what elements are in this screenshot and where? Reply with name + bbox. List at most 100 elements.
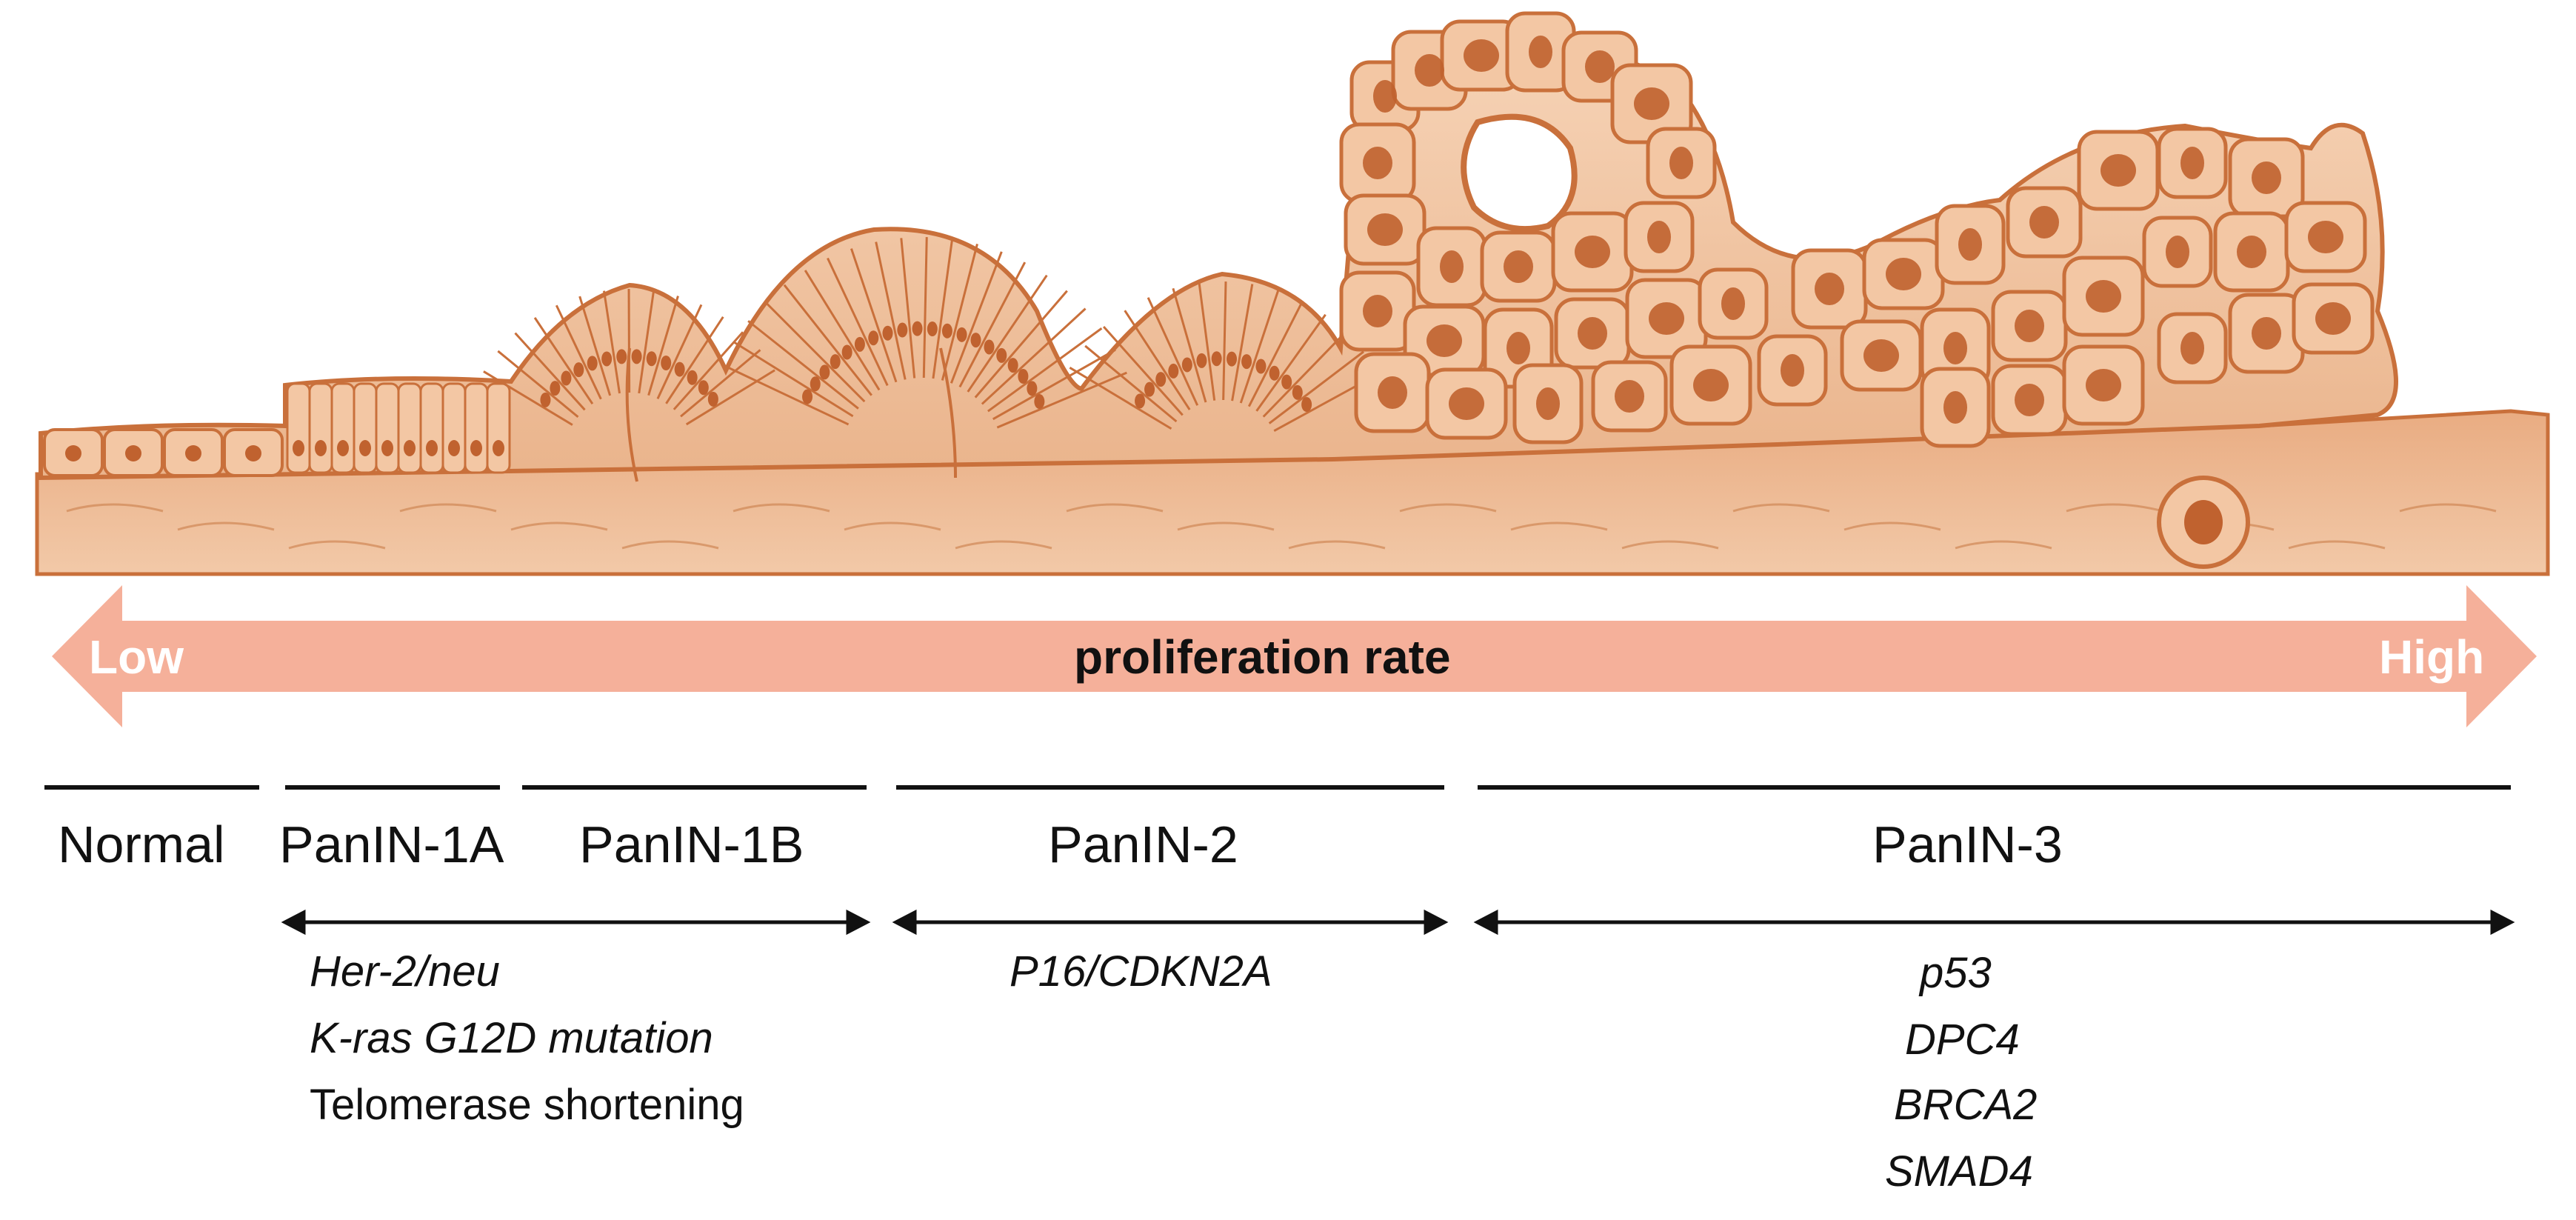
nucleus — [674, 361, 685, 377]
nucleus — [540, 392, 551, 407]
nucleus — [1281, 374, 1292, 390]
atypical-nucleus — [1578, 317, 1607, 350]
stage-label-panin1b: PanIN-1B — [579, 816, 804, 873]
atypical-nucleus — [1536, 387, 1560, 420]
nucleus — [810, 376, 821, 392]
columnar-cell — [308, 382, 333, 474]
cell-border — [685, 369, 775, 426]
nucleus — [1034, 394, 1045, 410]
nucleus — [1027, 381, 1038, 396]
arrow-low-label: Low — [89, 630, 184, 684]
atypical-nucleus — [1958, 228, 1982, 261]
nucleus — [587, 356, 598, 371]
nucleus — [1196, 353, 1207, 368]
stroma-fiber — [1399, 503, 1497, 513]
alteration-telomerase: Telomerase shortening — [310, 1081, 744, 1129]
atypical-nucleus — [2166, 236, 2189, 268]
cell-border — [783, 284, 872, 396]
atypical-nucleus — [2015, 384, 2044, 416]
cell-border — [1255, 313, 1327, 412]
cell-border — [514, 332, 586, 411]
alteration-p16: P16/CDKN2A — [1010, 947, 1272, 996]
atypical-nucleus — [1363, 295, 1392, 327]
alteration-kras: K-ras G12D mutation — [310, 1014, 713, 1062]
nucleus — [927, 321, 938, 337]
stroma-fiber — [1066, 503, 1164, 513]
cell-border — [958, 261, 1027, 388]
nucleus — [698, 380, 709, 396]
nucleus — [897, 322, 908, 338]
atypical-nucleus — [1378, 376, 1407, 409]
nucleus — [1018, 368, 1029, 384]
nucleus — [426, 440, 438, 456]
nucleus — [125, 445, 141, 461]
stroma-fiber — [2399, 503, 2497, 513]
atypical-nucleus — [1721, 287, 1745, 320]
stroma-fiber — [2288, 540, 2386, 550]
cell-border — [804, 270, 881, 391]
stroma-fiber — [1621, 540, 1719, 550]
columnar-cell — [486, 382, 511, 474]
nucleus — [448, 440, 460, 456]
cell-border — [992, 348, 1116, 421]
nucleus — [819, 364, 830, 380]
stroma-fiber — [844, 521, 941, 531]
cell-border — [627, 288, 631, 393]
cell-border — [875, 241, 907, 380]
nucleus — [1135, 393, 1146, 409]
arrow-title: proliferation rate — [1074, 630, 1451, 684]
cell-border — [1084, 344, 1178, 423]
atypical-nucleus — [2180, 147, 2204, 179]
atypical-nucleus — [1427, 324, 1462, 357]
cell-border — [827, 257, 889, 387]
columnar-cell — [375, 382, 400, 474]
cell-border — [673, 331, 744, 410]
nucleus — [1007, 358, 1018, 373]
nucleus — [868, 330, 879, 346]
atypical-nucleus — [1449, 387, 1484, 420]
columnar-cell — [353, 382, 378, 474]
nucleus — [616, 349, 627, 364]
cell-border — [950, 251, 1003, 384]
nucleus — [802, 389, 813, 404]
range-arrows — [281, 909, 2515, 936]
cell-border — [1239, 290, 1280, 404]
nucleus — [601, 351, 613, 367]
columnar-cell — [286, 382, 311, 474]
stroma-fiber — [399, 503, 497, 513]
stage-label-normal: Normal — [58, 816, 225, 873]
columnar-cell — [397, 382, 422, 474]
stage-label-panin3: PanIN-3 — [1872, 816, 2063, 873]
nucleus — [1211, 351, 1222, 367]
cell-border — [1102, 326, 1184, 416]
nucleus — [854, 336, 865, 352]
stroma-fiber — [177, 521, 275, 531]
alteration-brca2: BRCA2 — [1894, 1081, 2038, 1129]
stroma-fiber — [1732, 503, 1830, 513]
nucleus — [185, 445, 201, 461]
stroma-fiber — [1955, 540, 2052, 550]
stroma-fiber — [288, 540, 386, 550]
nucleus — [359, 440, 371, 456]
columnar-cell — [330, 382, 356, 474]
nucleus — [631, 349, 642, 364]
nucleus — [912, 321, 923, 336]
stroma-fiber — [1288, 540, 1386, 550]
stroma-fiber — [621, 540, 719, 550]
atypical-nucleus — [1529, 36, 1552, 68]
nucleus — [315, 440, 327, 456]
cell-border — [733, 341, 854, 418]
cell-border — [578, 296, 612, 396]
nucleus — [404, 440, 416, 456]
atypical-nucleus — [2308, 221, 2343, 253]
nucleus — [1181, 357, 1192, 373]
cell-border — [996, 371, 1127, 429]
cell-border — [987, 327, 1103, 413]
nucleus — [882, 325, 893, 341]
atypical-nucleus — [1363, 147, 1392, 179]
cell-border — [1069, 366, 1172, 430]
nucleus — [970, 333, 981, 348]
atypical-nucleus — [1943, 332, 1967, 364]
stroma-fiber — [1177, 521, 1275, 531]
cell-border — [533, 317, 594, 405]
